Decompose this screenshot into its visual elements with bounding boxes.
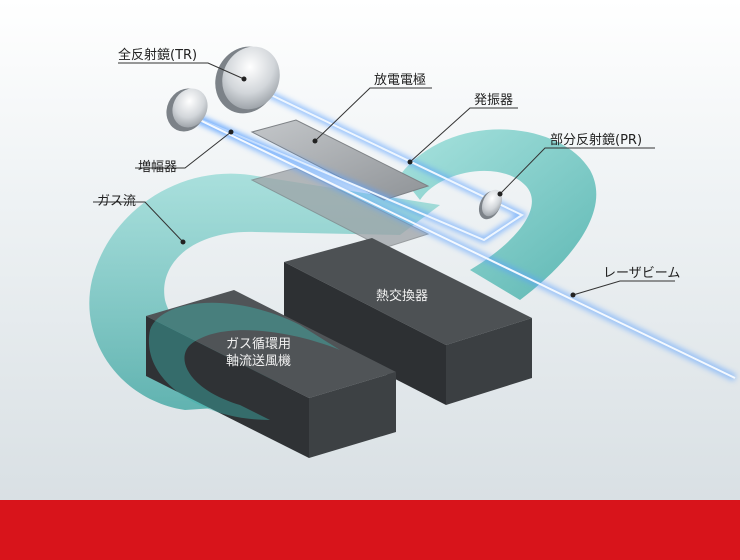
fan-label-line1: ガス循環用 [226,337,292,352]
leader-lines [93,62,675,296]
heat-exchanger-block [284,238,532,405]
gas-flow-front [148,302,340,420]
footer-bar [0,500,740,560]
partial-reflector-label: 部分反射鏡(PR) [550,133,643,148]
discharge-electrode-label: 放電電極 [374,73,427,88]
laser-beam-paths [183,81,737,382]
gas-flow-back [400,129,597,300]
amplifier-mirror [166,88,208,132]
laser-beam-label: レーザビーム [603,266,681,281]
leader-dots [180,76,576,298]
laser-diagram: 全反射鏡(TR) 放電電極 発振器 部分反射鏡(PR) 増幅器 ガス流 レーザビ… [0,0,740,500]
partial-reflector-mirror [478,189,503,220]
fan-block [146,290,396,458]
fan-label: ガス循環用 軸流送風機 [226,336,291,370]
total-reflector-label: 全反射鏡(TR) [118,48,198,63]
amplifier-label: 増幅器 [138,160,178,175]
gas-flow-label: ガス流 [97,194,137,209]
oscillator-label: 発振器 [474,93,514,108]
discharge-electrode-bottom [250,167,430,249]
fan-label-line2: 軸流送風機 [226,354,292,369]
heat-exchanger-label: 熱交換器 [376,289,429,304]
total-reflector-mirror [215,46,280,114]
diagram-canvas [89,46,737,458]
